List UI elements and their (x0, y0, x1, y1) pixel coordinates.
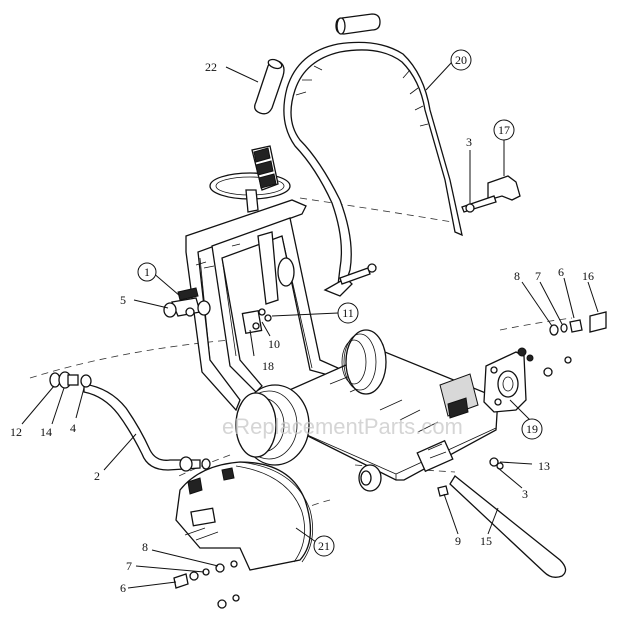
locking-knob (323, 175, 521, 297)
svg-text:20: 20 (455, 53, 467, 67)
callout-19: 19 (521, 418, 543, 440)
callout-6-lower: 6 (120, 581, 126, 595)
depth-wheel (358, 464, 382, 492)
callout-7-right: 7 (535, 269, 541, 283)
callout-9: 9 (455, 534, 461, 548)
callout-13: 13 (538, 459, 550, 473)
callout-11: 11 (337, 302, 359, 324)
callout-18: 18 (262, 359, 274, 373)
callout-3-lower: 3 (522, 487, 528, 501)
alignment-lines (29, 197, 573, 516)
svg-text:21: 21 (318, 539, 330, 553)
fasteners-mid (252, 308, 272, 330)
water-valve (163, 287, 211, 318)
decal-label (589, 311, 607, 333)
callout-5: 5 (120, 293, 126, 307)
water-tube (83, 383, 211, 472)
base-deck (284, 349, 499, 481)
main-frame (185, 199, 340, 412)
watermark-text: eReplacementParts.com (222, 414, 463, 439)
svg-text:17: 17 (498, 123, 510, 137)
fasteners-right (517, 319, 583, 377)
callout-2: 2 (94, 469, 100, 483)
svg-text:19: 19 (526, 422, 538, 436)
callout-3-top: 3 (466, 135, 472, 149)
handle-grip-top (335, 13, 381, 35)
front-wheel (235, 384, 310, 466)
callout-7-lower: 7 (126, 559, 132, 573)
svg-text:11: 11 (342, 306, 354, 320)
callout-10: 10 (268, 337, 280, 351)
support-rod (437, 457, 567, 578)
fasteners-lower (173, 560, 240, 609)
rear-wheel (341, 329, 387, 395)
svg-text:1: 1 (144, 265, 150, 279)
water-fittings (49, 371, 92, 389)
callout-8-lower: 8 (142, 540, 148, 554)
callout-1: 1 (137, 262, 157, 282)
callout-17: 17 (493, 119, 515, 141)
callout-12: 12 (10, 425, 22, 439)
callout-15: 15 (480, 534, 492, 548)
callout-8-right: 8 (514, 269, 520, 283)
callout-22: 22 (205, 60, 217, 74)
callout-16: 16 (582, 269, 594, 283)
callout-20: 20 (450, 49, 472, 71)
leader-lines (21, 61, 599, 589)
wheel-crank (209, 145, 291, 213)
handle-grip (254, 58, 285, 115)
blade-guard (175, 461, 314, 571)
callout-21: 21 (313, 535, 335, 557)
callout-4: 4 (70, 421, 76, 435)
callout-6-right: 6 (558, 265, 564, 279)
belt-guard-bracket (483, 351, 527, 413)
callout-14: 14 (40, 425, 52, 439)
handle-bar (283, 41, 463, 286)
